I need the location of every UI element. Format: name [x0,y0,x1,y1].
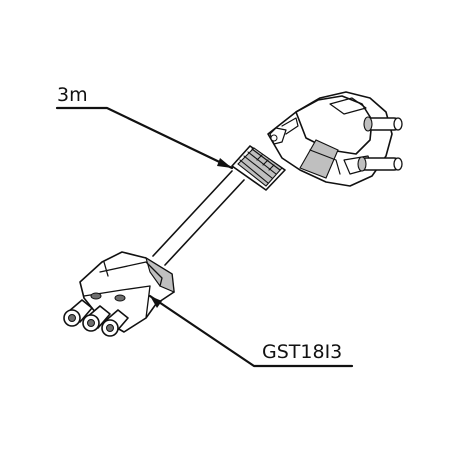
schuko-plug [267,91,403,187]
cable [152,170,245,266]
strain-relief [231,145,286,191]
gst18-connector [63,251,175,337]
length-leader-line [55,106,234,170]
cable-length-label: 3m [57,84,88,106]
part-leader-line [148,294,354,368]
connector-part-label: GST18I3 [262,341,343,363]
